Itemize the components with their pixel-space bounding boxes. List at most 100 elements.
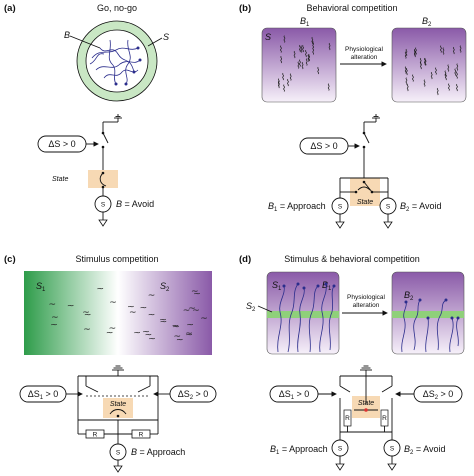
animal-mark: ~ xyxy=(188,304,196,314)
condition-a: ΔS > 0 xyxy=(48,139,75,149)
animal-mark: ⌇ xyxy=(447,83,451,94)
green-band-d2 xyxy=(392,311,464,318)
svg-text:S: S xyxy=(338,446,343,453)
arrow-label-d-1: Physiological xyxy=(347,294,385,301)
condition-c1: ΔS1 > 0 xyxy=(28,389,59,401)
panel-c: (c) Stimulus competition S1 S2 ~~~~~~~~~… xyxy=(4,254,217,473)
svg-text:R: R xyxy=(139,432,144,439)
animal-mark: ⌇ xyxy=(419,57,423,68)
animal-mark: ⌇ xyxy=(298,58,302,69)
animals-c: ~~~~~~~~~~~~~~~~~~~~~~~~~~~~~~~~~~~ xyxy=(49,284,208,345)
label-b2-b: B2 xyxy=(422,16,432,28)
animal-mark: ~ xyxy=(129,308,137,318)
animal-mark: ⌇ xyxy=(310,36,314,47)
animal-mark: ~ xyxy=(193,290,201,300)
animal-mark: ~ xyxy=(148,310,156,320)
animal-mark: ⌇ xyxy=(414,46,418,57)
animal-mark: ⌇ xyxy=(404,50,408,61)
output-a: B = Avoid xyxy=(116,199,154,209)
output-b2: B2 = Avoid xyxy=(400,201,441,213)
animal-mark: ⌇ xyxy=(281,72,285,83)
animal-mark: ~ xyxy=(50,321,58,331)
animal-mark: ~ xyxy=(51,313,59,323)
svg-text:R: R xyxy=(382,415,387,422)
animal-mark: ⌇ xyxy=(413,49,417,60)
condition-c2: ΔS2 > 0 xyxy=(178,389,209,401)
svg-text:R: R xyxy=(93,432,98,439)
animal-mark: ~ xyxy=(183,306,191,316)
arena-b1 xyxy=(261,27,337,103)
animals-b2: ⌇⌇⌇⌇⌇⌇⌇⌇⌇⌇⌇⌇⌇⌇⌇⌇⌇⌇⌇⌇⌇⌇⌇⌇⌇⌇⌇⌇⌇⌇ xyxy=(404,44,463,98)
output-b1: B1 = Approach xyxy=(268,201,326,213)
label-b-a: B xyxy=(64,30,70,40)
animal-mark: ⌇ xyxy=(430,71,434,82)
animal-mark: ~ xyxy=(191,287,199,297)
neuron-traces-a xyxy=(89,39,142,86)
animal-mark: ⌇ xyxy=(305,57,309,68)
animal-mark: ⌇ xyxy=(404,66,408,77)
animal-mark: ⌇ xyxy=(458,44,462,55)
state-box-d xyxy=(352,396,380,418)
output-d1: B1 = Approach xyxy=(270,444,328,456)
label-b1-b: B1 xyxy=(300,16,310,28)
panel-c-letter: (c) xyxy=(4,254,16,265)
green-band-d1 xyxy=(267,311,339,318)
svg-text:S: S xyxy=(386,204,391,211)
animals-b1: ⌇⌇⌇⌇⌇⌇⌇⌇⌇⌇⌇⌇⌇⌇⌇⌇⌇⌇⌇⌇⌇⌇⌇⌇⌇⌇ xyxy=(277,35,332,95)
label-s2-d: S2 xyxy=(246,301,256,313)
animal-mark: ~ xyxy=(185,329,193,339)
svg-text:S: S xyxy=(338,204,343,211)
output-d2: B2 = Avoid xyxy=(404,444,445,456)
animal-mark: ~ xyxy=(133,329,141,339)
animal-mark: ⌇ xyxy=(286,78,290,89)
circuit-c: ΔS1 > 0 ΔS2 > 0 State R R S B = Approa xyxy=(19,365,217,473)
panel-c-title: Stimulus competition xyxy=(75,254,158,264)
state-box-a xyxy=(88,170,118,188)
animal-mark: ~ xyxy=(97,284,105,294)
animal-mark: ⌇ xyxy=(279,45,283,56)
animal-mark: ~ xyxy=(186,321,194,331)
animal-mark: ~ xyxy=(148,291,156,301)
animal-mark: ⌇ xyxy=(404,48,408,59)
animal-mark: ⌇ xyxy=(413,48,417,59)
animal-mark: ⌇ xyxy=(455,83,459,94)
animal-mark: ~ xyxy=(172,323,180,333)
animal-mark: ⌇ xyxy=(316,66,320,77)
panel-a-title: Go, no-go xyxy=(97,3,137,13)
animal-mark: ⌇ xyxy=(436,87,440,98)
animal-mark: ~ xyxy=(176,336,184,346)
panel-a: (a) Go, no-go B S xyxy=(4,3,169,227)
panel-d-letter: (d) xyxy=(239,254,251,265)
arena-inner xyxy=(85,29,149,93)
state-label-c: State xyxy=(110,401,126,408)
animal-mark: ~ xyxy=(83,325,91,335)
animal-mark: ~ xyxy=(49,300,57,310)
animal-mark: ~ xyxy=(140,303,148,313)
panel-b-title: Behavioral competition xyxy=(306,3,397,13)
animal-mark: ⌇ xyxy=(419,61,423,72)
label-s-b: S xyxy=(265,32,271,42)
animal-mark: ⌇ xyxy=(406,83,410,94)
condition-d2: ΔS2 > 0 xyxy=(423,389,454,401)
animal-mark: ~ xyxy=(174,332,182,342)
svg-text:S: S xyxy=(101,202,106,209)
animal-mark: ⌇ xyxy=(404,77,408,88)
animal-mark: ~ xyxy=(159,315,167,325)
circuit-b: ΔS > 0 State S S B1 = Approach B2 = A xyxy=(268,114,441,229)
animal-mark: ⌇ xyxy=(327,82,331,93)
panel-b-letter: (b) xyxy=(239,3,251,14)
animal-mark: ⌇ xyxy=(452,46,456,57)
label-s2-c: S2 xyxy=(160,281,170,293)
animal-mark: ~ xyxy=(172,322,180,332)
panel-b: (b) Behavioral competition B1 B2 S ⌇⌇⌇⌇⌇… xyxy=(239,3,467,229)
animal-mark: ~ xyxy=(109,298,117,308)
svg-text:S: S xyxy=(390,446,395,453)
label-s1-d: S1 xyxy=(272,280,282,292)
animal-mark: ⌇ xyxy=(282,35,286,46)
animal-mark: ~ xyxy=(106,328,114,338)
animal-mark: ⌇ xyxy=(277,78,281,89)
animal-mark: ~ xyxy=(84,311,92,321)
animal-mark: ⌇ xyxy=(306,53,310,64)
animal-mark: ~ xyxy=(160,318,168,328)
